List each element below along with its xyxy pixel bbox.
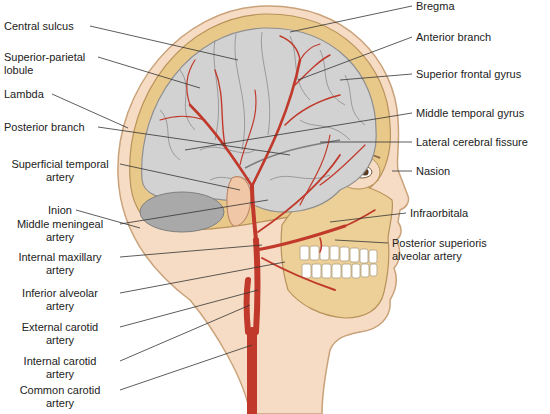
cerebellum [140,192,224,232]
part-label: External carotid artery [10,321,110,347]
part-label: Superficial temporal artery [4,158,116,184]
part-label: Nasion [416,165,536,178]
head-skin [118,6,409,414]
leader-lines [52,6,412,390]
teeth [300,246,377,278]
part-label: Superior frontal gyrus [416,68,546,81]
part-label: Lateral cerebral fissure [416,136,548,149]
part-label: Superior-parietal lobule [4,51,104,77]
part-label: Infraorbitala [410,207,530,220]
part-label: Posterior branch [4,121,104,134]
part-label: Lambda [4,88,64,101]
part-label: Common carotid artery [10,384,110,410]
part-label: Inion [30,204,90,217]
part-label: Anterior branch [416,31,536,44]
arteries [160,36,375,414]
part-label: Bregma [416,0,536,13]
part-label: Middle meningeal artery [10,218,110,244]
part-label: Central sulcus [4,20,104,33]
part-label: Internal maxillary artery [10,251,110,277]
part-label: Middle temporal gyrus [416,107,546,120]
part-label: Posterior superioris alveolar artery [392,237,512,263]
part-label: Internal carotid artery [10,355,110,381]
part-label: Inferior alveolar artery [10,287,110,313]
brain [142,28,377,212]
ear [227,177,251,226]
